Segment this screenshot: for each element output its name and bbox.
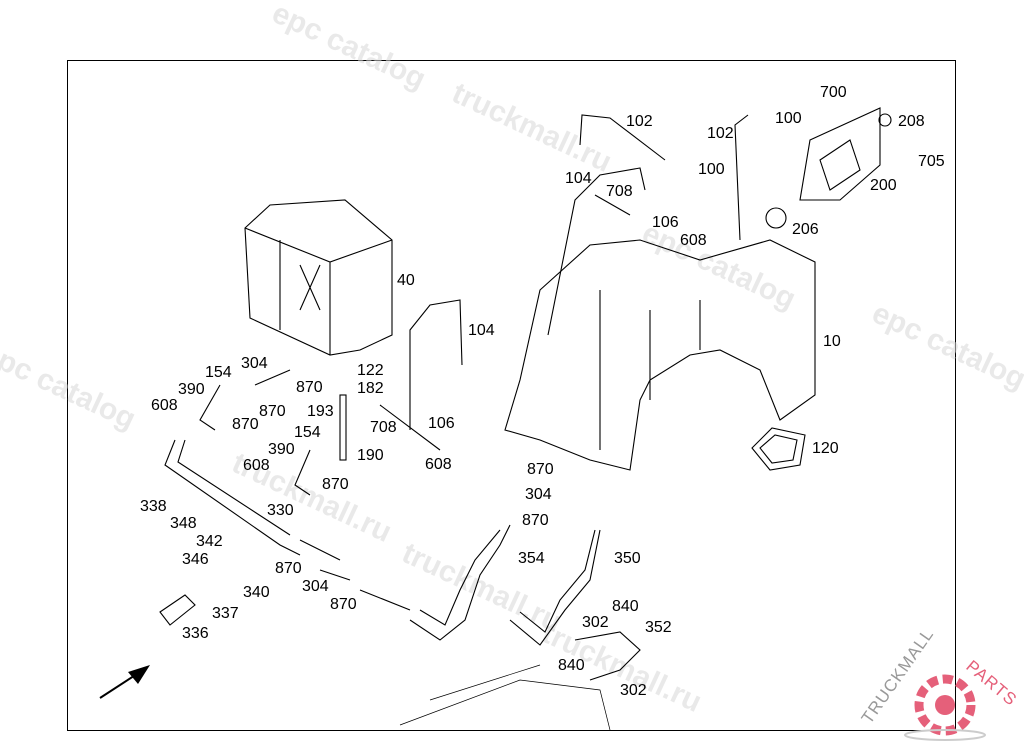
arrow-up-right-icon <box>99 665 150 699</box>
part-label: 102 <box>626 113 653 130</box>
part-label: 100 <box>698 161 725 178</box>
strap-104 <box>409 299 463 430</box>
part-label: 705 <box>918 153 945 170</box>
part-label: 304 <box>302 578 329 595</box>
part-label: 708 <box>606 183 633 200</box>
part-label: 208 <box>898 113 925 130</box>
part-label: 40 <box>397 272 415 289</box>
part-label: 10 <box>823 333 841 350</box>
part-label: 870 <box>527 461 554 478</box>
part-label: 870 <box>330 596 357 613</box>
part-label: 390 <box>268 441 295 458</box>
seal-206 <box>765 207 787 229</box>
watermark: epc catalog <box>267 0 431 96</box>
part-label: 120 <box>812 440 839 457</box>
part-label: 304 <box>241 355 268 372</box>
part-label: 708 <box>370 419 397 436</box>
part-label: 154 <box>294 424 321 441</box>
watermark: truckmall.ru <box>447 76 617 178</box>
part-label: 122 <box>357 362 384 379</box>
rod-102b <box>734 114 749 241</box>
part-label: 330 <box>267 502 294 519</box>
bracket-154 <box>199 384 311 496</box>
bolt-708 <box>379 194 631 451</box>
part-label: 870 <box>522 512 549 529</box>
part-label: 350 <box>614 550 641 567</box>
part-label: 608 <box>151 397 178 414</box>
tank-40 <box>244 199 393 356</box>
tank-10 <box>504 239 816 471</box>
part-drawings <box>159 107 892 731</box>
rod-104-top <box>547 167 646 336</box>
gear-icon <box>904 674 986 741</box>
pipe-352 <box>574 631 641 681</box>
part-label: 608 <box>425 456 452 473</box>
part-label: 342 <box>196 533 223 550</box>
drain-336 <box>159 594 196 626</box>
part-label: 336 <box>182 625 209 642</box>
part-label: 870 <box>232 416 259 433</box>
part-label: 337 <box>212 605 239 622</box>
part-label: 104 <box>565 170 592 187</box>
hose-354 <box>409 524 511 641</box>
part-label: 182 <box>357 380 384 397</box>
part-label: 346 <box>182 551 209 568</box>
pipe-330 <box>164 439 301 556</box>
part-label: 354 <box>518 550 545 567</box>
part-label: 700 <box>820 84 847 101</box>
truckmall-logo: TRUCKMALL PARTS <box>858 625 1021 741</box>
part-label: 154 <box>205 364 232 381</box>
part-label: 608 <box>243 457 270 474</box>
part-label: 190 <box>357 447 384 464</box>
tube-193 <box>339 394 347 461</box>
hose-350 <box>509 529 601 646</box>
part-label: 870 <box>322 476 349 493</box>
part-label: 840 <box>612 598 639 615</box>
watermark: epc catalog <box>637 216 801 316</box>
part-label: 206 <box>792 221 819 238</box>
part-label: 104 <box>468 322 495 339</box>
rod-102 <box>579 114 666 161</box>
part-label: 870 <box>275 560 302 577</box>
part-labels: 700 102 100 208 102 100 705 104 708 200 106 206 608 4… <box>140 84 945 699</box>
part-label: 302 <box>582 614 609 631</box>
part-label: 338 <box>140 498 167 515</box>
part-label: 304 <box>525 486 552 503</box>
filter-200 <box>799 107 881 201</box>
cap-208 <box>878 113 892 127</box>
diagram-frame <box>67 60 956 731</box>
part-label: 348 <box>170 515 197 532</box>
part-label: 106 <box>428 415 455 432</box>
pipe-304 <box>254 369 411 611</box>
part-label: 193 <box>307 403 334 420</box>
watermark: epc catalog <box>867 296 1024 396</box>
part-label: 608 <box>680 232 707 249</box>
part-label: 870 <box>296 379 323 396</box>
part-label: 100 <box>775 110 802 127</box>
part-label: 390 <box>178 381 205 398</box>
part-label: 200 <box>870 177 897 194</box>
part-label: 352 <box>645 619 672 636</box>
ring-120 <box>751 427 806 471</box>
lower-frame <box>399 664 611 731</box>
logo-text-left: TRUCKMALL <box>858 625 938 728</box>
part-label: 302 <box>620 682 647 699</box>
part-label: 102 <box>707 125 734 142</box>
part-label: 106 <box>652 214 679 231</box>
part-label: 340 <box>243 584 270 601</box>
part-label: 840 <box>558 657 585 674</box>
watermark: epc catalog <box>0 336 141 436</box>
part-label: 870 <box>259 403 286 420</box>
